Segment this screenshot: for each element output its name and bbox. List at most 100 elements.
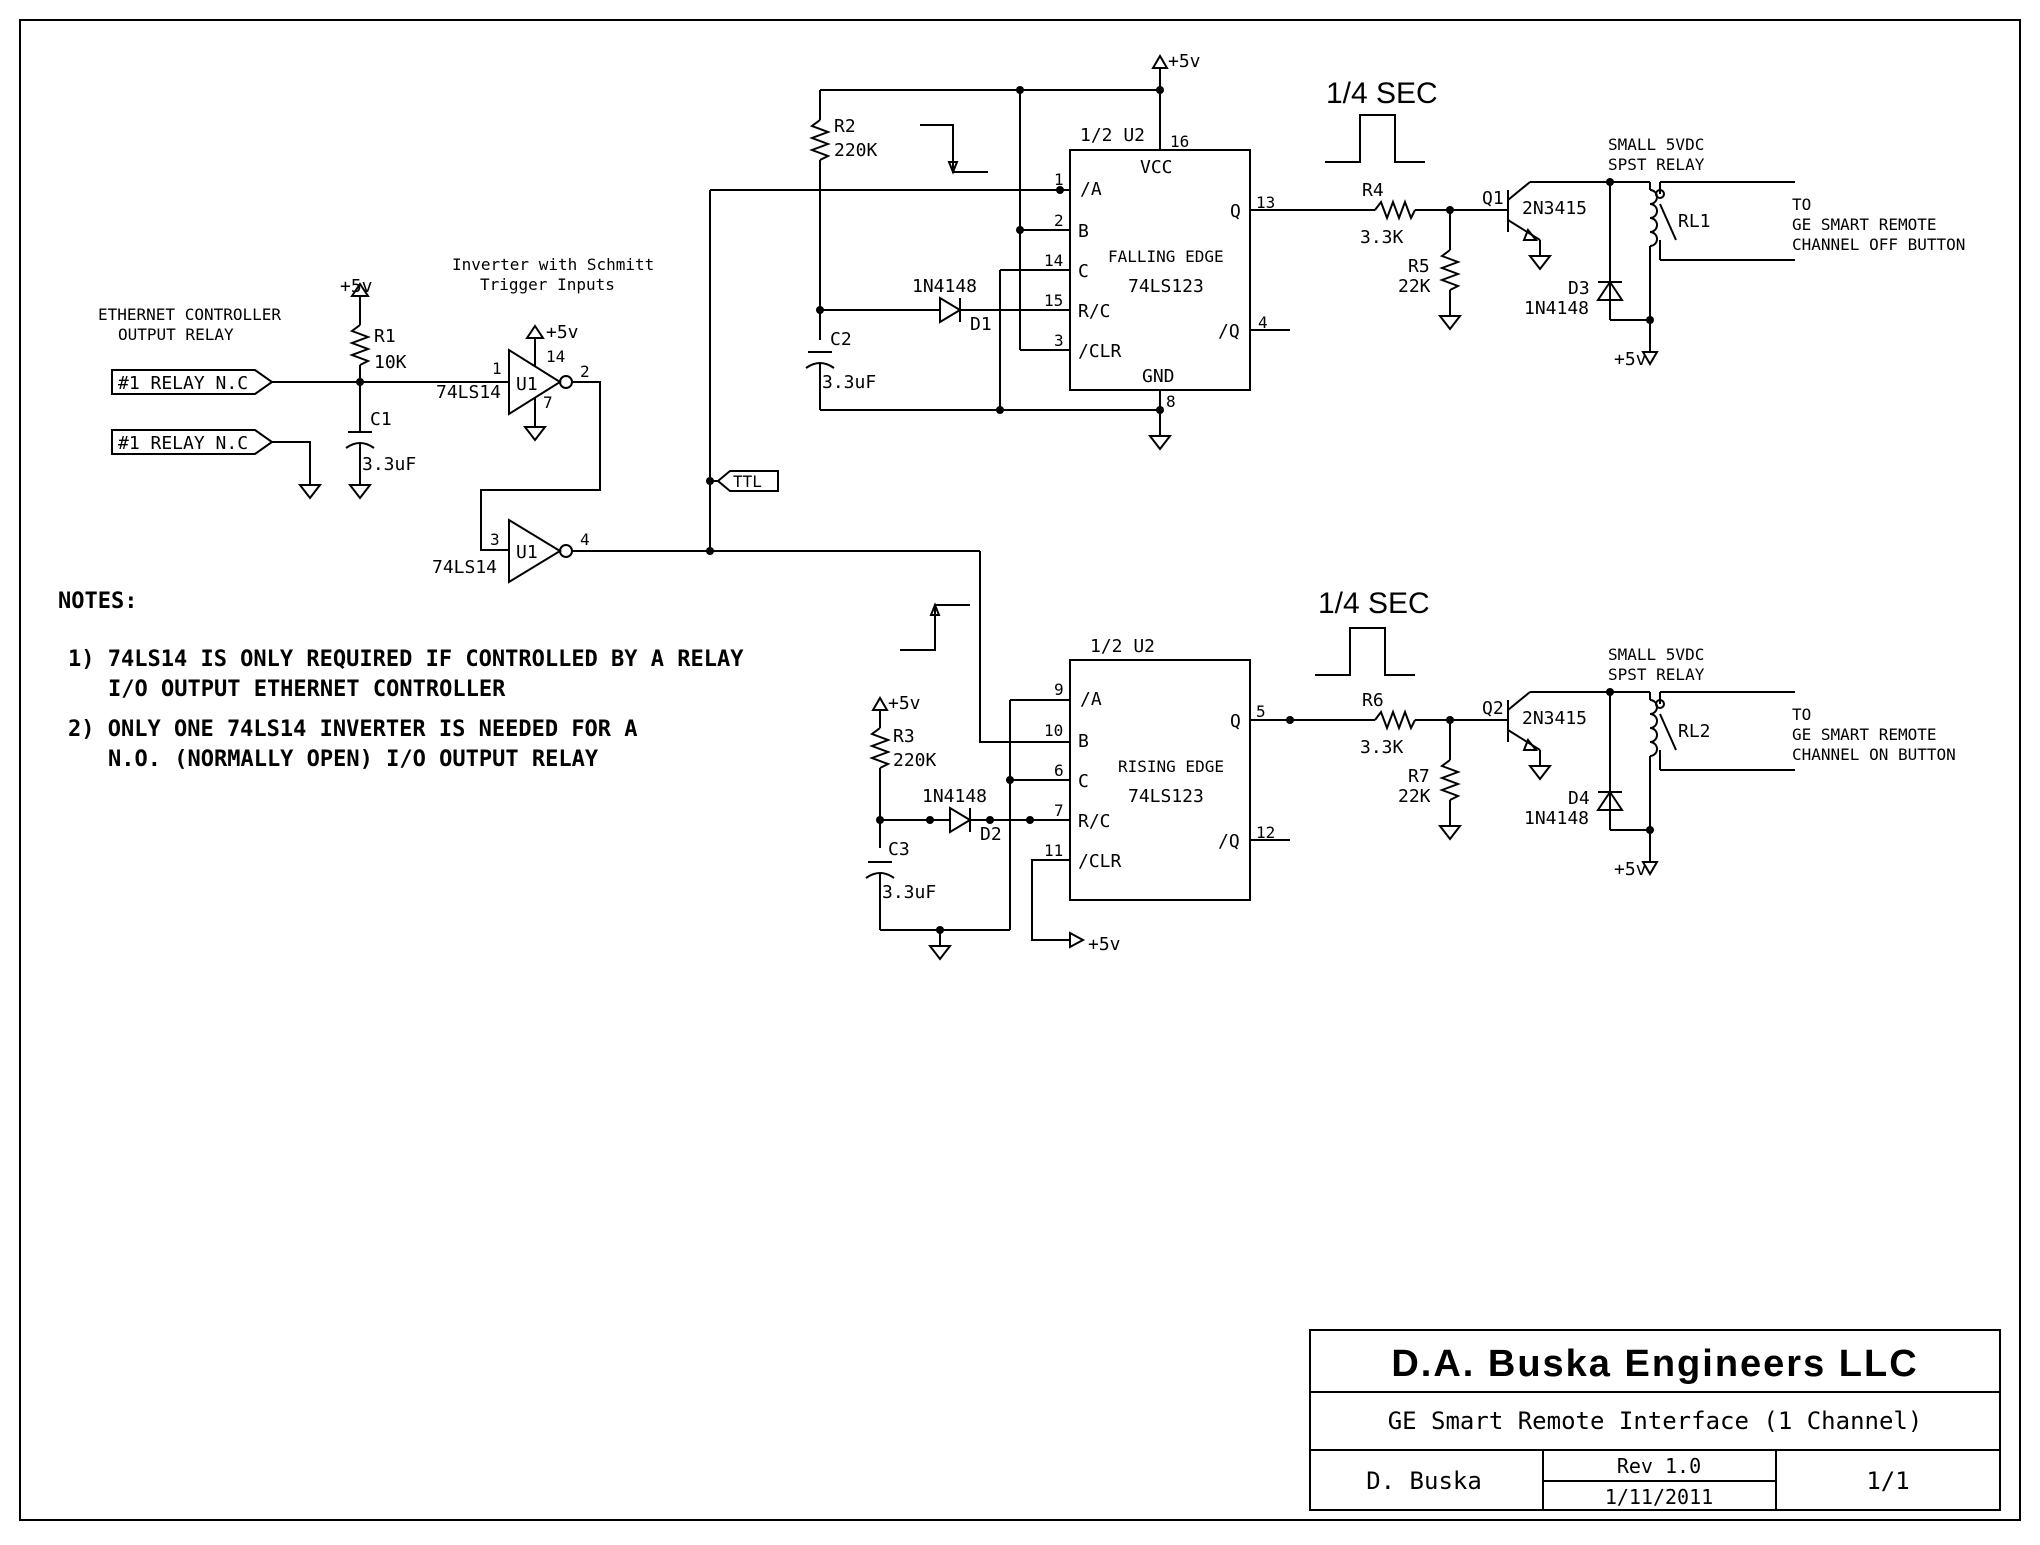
c1-value: 3.3uF [362,454,416,475]
pulse-label-2: 1/4 SEC [1318,587,1430,620]
r5-name: R5 [1408,256,1430,277]
wire-to-u2b-b [979,551,1070,743]
q2-name: Q2 [1482,698,1504,719]
junction [1026,816,1034,824]
plus5-arrow [1641,351,1659,366]
ground-symbol [927,945,953,961]
c2-name: C2 [830,329,852,350]
u2b-pin11: 11 [1044,841,1063,860]
u2b-pin12: 12 [1256,823,1275,842]
pulse-waveform-1 [1325,114,1425,163]
plus5-label: +5v [888,693,921,714]
revision: Rev 1.0 [1617,1454,1701,1478]
u1b-name: U1 [516,542,538,563]
note-1-line-2: I/O OUTPUT ETHERNET CONTROLLER [108,677,506,702]
q1-name: Q1 [1482,188,1504,209]
d1-part: 1N4148 [912,276,977,297]
plus5-label: +5v [1614,859,1647,880]
r7-value: 22K [1398,786,1431,807]
u2a-pin15: 15 [1044,291,1063,310]
ground-symbol [1437,825,1463,841]
inverter-note-1: Inverter with Schmitt [452,255,654,274]
plus5-label: +5v [1614,349,1647,370]
r3-name: R3 [893,726,915,747]
rl1-switch [1659,203,1677,241]
u1a-pin1: 1 [492,359,502,378]
q1-part: 2N3415 [1522,198,1587,219]
note-2-line-1: 2) ONLY ONE 74LS14 INVERTER IS NEEDED FO… [68,717,638,742]
d4-diode [1596,790,1624,811]
u2a-b: B [1078,221,1089,242]
r7-resistor [1439,759,1461,801]
ttl-flag [716,470,779,492]
u2b-rc: R/C [1078,811,1111,832]
junction [1006,776,1014,784]
rl1-button: CHANNEL OFF BUTTON [1792,235,1965,254]
note-1-line-1: 1) 74LS14 IS ONLY REQUIRED IF CONTROLLED… [68,647,744,672]
q2-arrow [1522,738,1539,751]
d2-part: 1N4148 [922,786,987,807]
company-name: D.A. Buska Engineers LLC [1391,1343,1918,1385]
falling-edge-marker [920,124,988,173]
relay2-label-1: SMALL 5VDC [1608,645,1704,664]
q1-arrow [1522,228,1539,241]
u2b-rising: RISING EDGE [1118,757,1224,776]
d3-diode [1596,280,1624,301]
u2b-c: C [1078,771,1089,792]
pulse-label-1: 1/4 SEC [1326,77,1438,110]
d2-name: D2 [980,824,1002,845]
rl2-name: RL2 [1678,721,1711,742]
junction [1286,716,1294,724]
r4-resistor [1374,199,1416,221]
vcc-arrow [525,324,545,339]
u1b-pin4: 4 [580,530,590,549]
wire-clr-5v [1031,859,1070,941]
d4-name: D4 [1568,788,1590,809]
vcc-arrow [871,696,889,711]
rising-edge-arrow [929,602,941,616]
u2a-half: 1/2 U2 [1080,125,1145,146]
ground-symbol [347,484,373,500]
eth-label-1: ETHERNET CONTROLLER [98,305,281,324]
plus5-arrow [1641,861,1659,876]
eth-label-2: OUTPUT RELAY [118,325,234,344]
r6-resistor [1374,709,1416,731]
rl2-to: TO [1792,705,1811,724]
u2b-nq: /Q [1218,831,1240,852]
plus5-label: +5v [1088,934,1121,955]
u1a-part: 74LS14 [436,382,501,403]
u2a-pin4: 4 [1258,313,1268,332]
u2a-pin16: 16 [1170,132,1189,151]
sheet-number: 1/1 [1866,1467,1909,1495]
r6-value: 3.3K [1360,737,1404,758]
q2-part: 2N3415 [1522,708,1587,729]
u2a-gnd: GND [1142,366,1175,387]
u1b-pin3: 3 [490,530,500,549]
c1-plate-curved [345,442,375,449]
rl2-button: CHANNEL ON BUTTON [1792,745,1956,764]
u2a-part: 74LS123 [1128,276,1204,297]
ground-symbol [297,484,323,500]
ground-symbol [522,426,548,442]
r2-name: R2 [834,116,856,137]
u2b-b: B [1078,731,1089,752]
drawing-title: GE Smart Remote Interface (1 Channel) [1388,1407,1923,1435]
d1-diode [939,296,962,324]
connector-relay-nc-2 [111,429,274,455]
c3-plate-curved [865,872,895,879]
falling-edge-arrow [947,161,959,175]
rl1-ge: GE SMART REMOTE [1792,215,1937,234]
u2b-pin10: 10 [1044,721,1063,740]
u2b-pin6: 6 [1054,761,1064,780]
ttl-label: TTL [733,472,762,491]
r4-value: 3.3K [1360,227,1404,248]
rising-edge-marker [900,604,970,651]
inverter-note-2: Trigger Inputs [480,275,615,294]
plus5-label: +5v [546,322,579,343]
u2a-rc: R/C [1078,301,1111,322]
d4-part: 1N4148 [1524,808,1589,829]
date: 1/11/2011 [1605,1485,1713,1509]
r1-resistor [349,324,371,366]
r4-name: R4 [1362,180,1384,201]
